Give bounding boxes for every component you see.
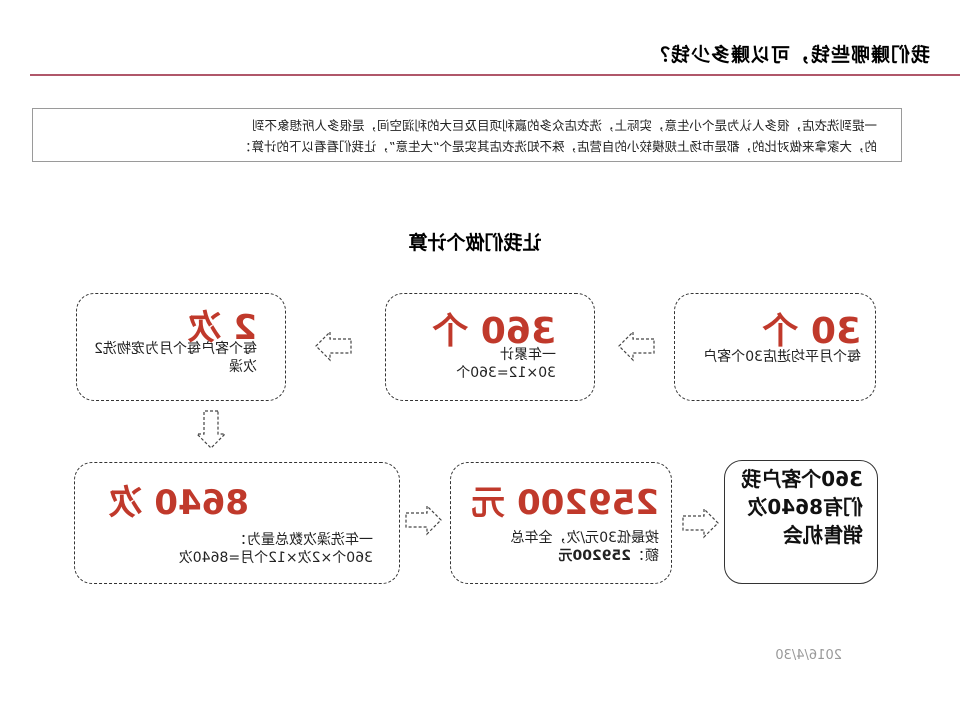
step-description-line-2: 额：259200元 — [459, 547, 659, 565]
step-description: 一年累计 30×12=360个 — [396, 346, 556, 382]
step-box-yearly-customers: 360 个 一年累计 30×12=360个 — [385, 293, 595, 401]
arrow-right-icon — [315, 330, 352, 362]
step-box-wash-frequency: 2 次 每个客户每个月为宠物洗2次澡 — [76, 293, 286, 401]
step-description: 按最低30元/次，全年总 额：259200元 — [459, 529, 659, 565]
step-value: 259200 元 — [471, 483, 659, 523]
step-box-visits: 30 个 每个月平均进店30个客户 — [674, 293, 876, 401]
intro-line-1: 一提到洗衣店，很多人认为是个小生意，实际上，洗衣店众多的赢利项目及巨大的利润空间… — [251, 118, 877, 133]
step-description: 一年洗澡次数总量为： 360个×2次×12个月=8640次 — [83, 531, 373, 567]
step-description: 每个月平均进店30个客户 — [703, 349, 861, 365]
arrow-right-icon — [618, 330, 655, 362]
step-description-line-2-prefix: 额： — [631, 548, 659, 564]
step-box-yearly-revenue: 259200 元 按最低30元/次，全年总 额：259200元 — [450, 462, 672, 584]
title-divider — [30, 74, 960, 76]
step-value: 30 个 — [762, 311, 861, 352]
arrow-down-icon — [195, 410, 227, 449]
step-description-line-2: 360个×2次×12个月=8640次 — [178, 550, 373, 566]
section-heading: 让我们做个计算 — [408, 232, 542, 254]
arrow-left-icon — [682, 507, 719, 539]
arrow-left-icon — [405, 504, 442, 536]
step-description-line-1: 一年累计 — [500, 347, 556, 363]
step-description-line-2: 30×12=360个 — [456, 365, 556, 381]
slide-date: 2016/4/30 — [775, 648, 842, 663]
step-box-summary: 360个客户我们有8640次销售机会 — [724, 460, 878, 584]
summary-text: 360个客户我们有8640次销售机会 — [741, 467, 863, 547]
step-value: 8640 次 — [108, 483, 249, 523]
step-description-line-1: 一年洗澡次数总量为： — [233, 532, 373, 548]
page-title: 我们赚哪些钱，可以赚多少钱？ — [649, 44, 930, 66]
step-description: 每个客户每个月为宠物洗2次澡 — [94, 341, 257, 375]
step-description-line-1: 按最低30元/次，全年总 — [510, 530, 659, 546]
intro-text-box: 一提到洗衣店，很多人认为是个小生意，实际上，洗衣店众多的赢利项目及巨大的利润空间… — [32, 108, 902, 162]
intro-line-2: 的，大家拿来做对比的，都是市场上规模较小的自营店，殊不知洗衣店其实是个“大生意”… — [239, 139, 877, 154]
step-box-yearly-washes: 8640 次 一年洗澡次数总量为： 360个×2次×12个月=8640次 — [74, 462, 400, 584]
revenue-total: 259200元 — [558, 548, 631, 564]
